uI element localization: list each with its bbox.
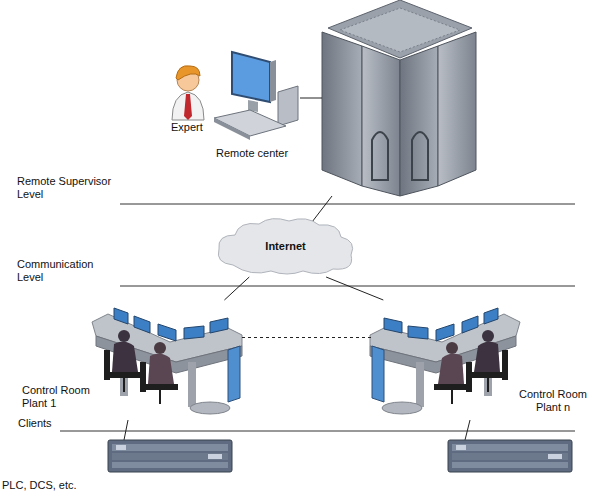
control-room-icon [370, 308, 520, 414]
level-label: Remote Supervisor Level [17, 175, 117, 201]
device-label: Remote center [216, 147, 306, 160]
node-caption: Control Room Plant 1 [22, 384, 106, 410]
cloud-node: Internet [213, 215, 358, 277]
connector [326, 277, 383, 300]
node-title: Internet [265, 240, 305, 253]
control-room-icon [92, 308, 242, 414]
link-line [465, 420, 470, 440]
control-room-node: Control Room Plant 1 [22, 300, 242, 425]
node-caption: Control Room Plant n [512, 388, 594, 414]
link-line [312, 196, 332, 222]
level-line [120, 204, 575, 205]
level-label: Communication Level [17, 258, 109, 284]
plc-rack [108, 440, 232, 472]
control-room-node: Control Room Plant n [372, 300, 598, 425]
person-label: Expert [171, 121, 231, 134]
link-line [300, 98, 322, 99]
plc-rack [448, 440, 572, 472]
device-label: PLC, DCS, etc. [2, 479, 112, 492]
server-icon [322, 0, 476, 196]
link-line [124, 420, 128, 440]
expert-icon [172, 66, 204, 120]
computer-icon [214, 52, 298, 140]
connector [224, 277, 249, 300]
connector [242, 337, 372, 338]
level-line [60, 431, 575, 432]
level-label: Clients [18, 417, 68, 430]
